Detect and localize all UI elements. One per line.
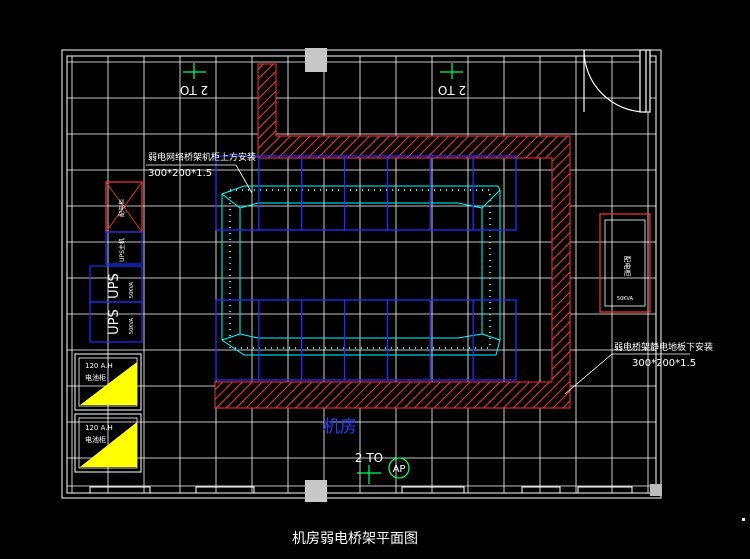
underfloor-cable-tray <box>214 63 571 409</box>
drawing-title: 机房弱电桥架平面图 <box>292 531 418 547</box>
room-label: 机房 <box>323 417 357 437</box>
ups-small-label: UPS主机 <box>118 238 126 262</box>
rack-box-text: 配电柜 <box>118 199 126 217</box>
ups-unit-bottom: UPS 50KVA <box>89 301 143 343</box>
right-cabinet-sub: 50KVA <box>617 296 634 302</box>
lower-tray-text: 弱电桥架静电地板下安装 <box>614 341 713 353</box>
corner-mark <box>742 518 745 521</box>
outlet-label: 2 TO <box>355 451 383 465</box>
battery-sub: 电池柜 <box>85 435 106 444</box>
overhead-cable-tray <box>221 185 501 356</box>
ap-label: AP <box>393 464 406 475</box>
right-cabinet: 配电柜 50KVA <box>599 213 651 313</box>
upper-tray-size: 300*200*1.5 <box>148 168 212 179</box>
lower-tray-size: 300*200*1.5 <box>632 358 696 369</box>
wall-openings <box>89 486 633 494</box>
outlet-top-right: 2 TO <box>438 63 466 97</box>
outlet-label: 2 TO <box>438 83 466 97</box>
ups-kva: 50KVA <box>129 317 135 334</box>
battery-cabinet-2: 120 A.H 电池柜 <box>74 413 142 473</box>
column-corner <box>650 484 662 496</box>
column-top <box>305 48 327 72</box>
ups-label: UPS <box>107 309 122 335</box>
upper-tray-text: 弱电网络桥架机柜上方安装 <box>148 151 256 163</box>
outlet-top-left: 2 TO <box>180 63 208 97</box>
battery-label: 120 A.H <box>85 424 113 432</box>
outer-walls <box>61 49 662 499</box>
door-swing <box>583 49 651 113</box>
upper-tray-note: 弱电网络桥架机柜上方安装 300*200*1.5 <box>146 151 256 194</box>
battery-label: 120 A.H <box>85 362 113 370</box>
access-point: AP <box>388 457 410 479</box>
battery-sub: 电池柜 <box>85 373 106 382</box>
ups-kva: 50KVA <box>129 281 135 298</box>
outlet-label: 2 TO <box>180 83 208 97</box>
ups-unit-top: UPS 50KVA <box>89 265 143 303</box>
battery-cabinet-1: 120 A.H 电池柜 <box>74 353 142 411</box>
lower-tray-note: 弱电桥架静电地板下安装 300*200*1.5 <box>564 341 713 395</box>
column-bottom <box>305 480 327 502</box>
right-cabinet-text: 配电柜 <box>623 256 632 277</box>
rack-box-top-left: 配电柜 <box>105 181 143 233</box>
outlet-bottom: 2 TO <box>355 451 383 484</box>
ups-label: UPS <box>107 273 122 299</box>
ups-small-top: UPS主机 <box>105 231 143 265</box>
rack-rows <box>215 155 517 381</box>
